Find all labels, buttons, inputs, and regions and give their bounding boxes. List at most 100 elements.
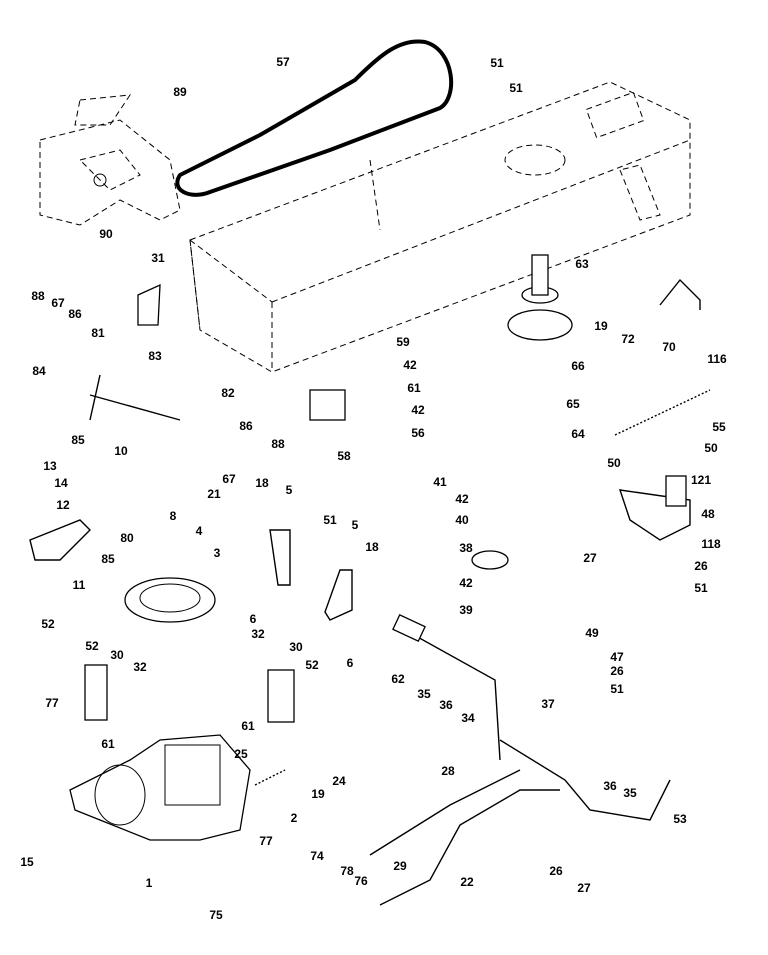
part-callout-label: 19	[311, 787, 325, 801]
part-callout-label: 80	[120, 531, 134, 545]
part-callout-label: 40	[455, 513, 469, 527]
rod-22	[379, 789, 560, 906]
part-callout-label: 53	[673, 812, 687, 826]
part-callout-label: 12	[56, 498, 70, 512]
part-callout-label: 61	[101, 737, 115, 751]
part-callout-label: 52	[305, 658, 319, 672]
part-callout-label: 42	[403, 358, 417, 372]
part-callout-label: 42	[455, 492, 469, 506]
part-callout-label: 88	[271, 437, 285, 451]
shift-lever-34	[392, 613, 501, 761]
part-callout-label: 55	[712, 420, 726, 434]
part-callout-label: 64	[571, 427, 585, 441]
pulley-63	[507, 254, 573, 341]
part-callout-label: 27	[583, 551, 597, 565]
part-callout-label: 77	[45, 696, 59, 710]
part-callout-label: 51	[509, 81, 523, 95]
dash-panel	[39, 94, 181, 226]
part-callout-label: 26	[549, 864, 563, 878]
part-callout-label: 62	[391, 672, 405, 686]
part-callout-label: 8	[170, 509, 177, 523]
drive-belt	[175, 39, 454, 197]
bracket-5b	[324, 569, 353, 621]
part-callout-label: 24	[332, 774, 346, 788]
part-callout-label: 78	[340, 864, 354, 878]
part-callout-label: 47	[610, 650, 624, 664]
part-callout-label: 67	[222, 472, 236, 486]
part-callout-label: 22	[460, 875, 474, 889]
part-callout-label: 86	[239, 419, 253, 433]
spring-25	[254, 769, 286, 786]
part-callout-label: 36	[603, 779, 617, 793]
part-callout-label: 83	[148, 349, 162, 363]
bracket-5a	[269, 529, 291, 586]
part-callout-label: 116	[707, 352, 727, 366]
bracket-80	[29, 519, 91, 561]
part-callout-label: 11	[73, 578, 86, 592]
idler-38	[471, 550, 509, 570]
part-callout-label: 32	[251, 627, 265, 641]
part-callout-label: 118	[701, 537, 721, 551]
part-callout-label: 30	[289, 640, 303, 654]
part-callout-label: 13	[43, 459, 57, 473]
heatshield-58	[309, 389, 346, 421]
part-callout-label: 48	[701, 507, 715, 521]
part-callout-label: 19	[594, 319, 608, 333]
part-callout-label: 89	[173, 85, 187, 99]
part-callout-label: 32	[133, 660, 147, 674]
part-callout-label: 81	[91, 326, 105, 340]
part-callout-label: 26	[610, 664, 624, 678]
lever-81	[89, 374, 181, 421]
part-callout-label: 70	[662, 340, 676, 354]
part-callout-label: 39	[459, 603, 473, 617]
part-callout-label: 74	[310, 849, 324, 863]
part-callout-label: 50	[607, 456, 621, 470]
part-callout-label: 61	[407, 381, 421, 395]
part-callout-label: 88	[31, 289, 45, 303]
part-callout-label: 58	[337, 449, 351, 463]
part-callout-label: 63	[575, 257, 589, 271]
part-callout-label: 37	[541, 697, 555, 711]
part-callout-label: 56	[411, 426, 425, 440]
part-callout-label: 59	[396, 335, 410, 349]
part-callout-label: 49	[585, 626, 599, 640]
part-callout-label: 18	[365, 540, 379, 554]
part-callout-label: 77	[259, 834, 273, 848]
bracket-31	[137, 283, 161, 326]
part-callout-label: 67	[51, 296, 65, 310]
part-callout-label: 3	[214, 546, 221, 560]
part-callout-label: 31	[151, 251, 165, 265]
part-callout-label: 57	[276, 55, 290, 69]
part-callout-label: 35	[623, 786, 637, 800]
part-callout-label: 72	[621, 332, 635, 346]
part-callout-label: 15	[20, 855, 34, 869]
rod-28	[369, 769, 521, 856]
part-callout-label: 38	[459, 541, 473, 555]
part-callout-label: 61	[241, 719, 255, 733]
part-callout-label: 18	[255, 476, 269, 490]
part-callout-label: 82	[221, 386, 235, 400]
part-callout-label: 29	[393, 859, 407, 873]
part-callout-label: 2	[291, 811, 298, 825]
part-callout-label: 52	[85, 639, 99, 653]
part-callout-label: 30	[110, 648, 124, 662]
plate-30b	[84, 664, 108, 721]
part-callout-label: 51	[323, 513, 337, 527]
part-callout-label: 50	[704, 441, 718, 455]
part-callout-label: 28	[441, 764, 455, 778]
part-callout-label: 27	[577, 881, 591, 895]
part-callout-label: 6	[347, 656, 354, 670]
pulley-3	[124, 577, 216, 623]
part-callout-label: 14	[54, 476, 68, 490]
spring-55	[614, 389, 711, 436]
part-callout-label: 85	[101, 552, 115, 566]
rod-37	[499, 739, 671, 821]
part-callout-label: 5	[286, 483, 293, 497]
part-callout-label: 1	[146, 876, 153, 890]
part-callout-label: 84	[32, 364, 46, 378]
bracket-30	[267, 669, 295, 723]
part-callout-label: 65	[566, 397, 580, 411]
part-callout-label: 66	[571, 359, 585, 373]
